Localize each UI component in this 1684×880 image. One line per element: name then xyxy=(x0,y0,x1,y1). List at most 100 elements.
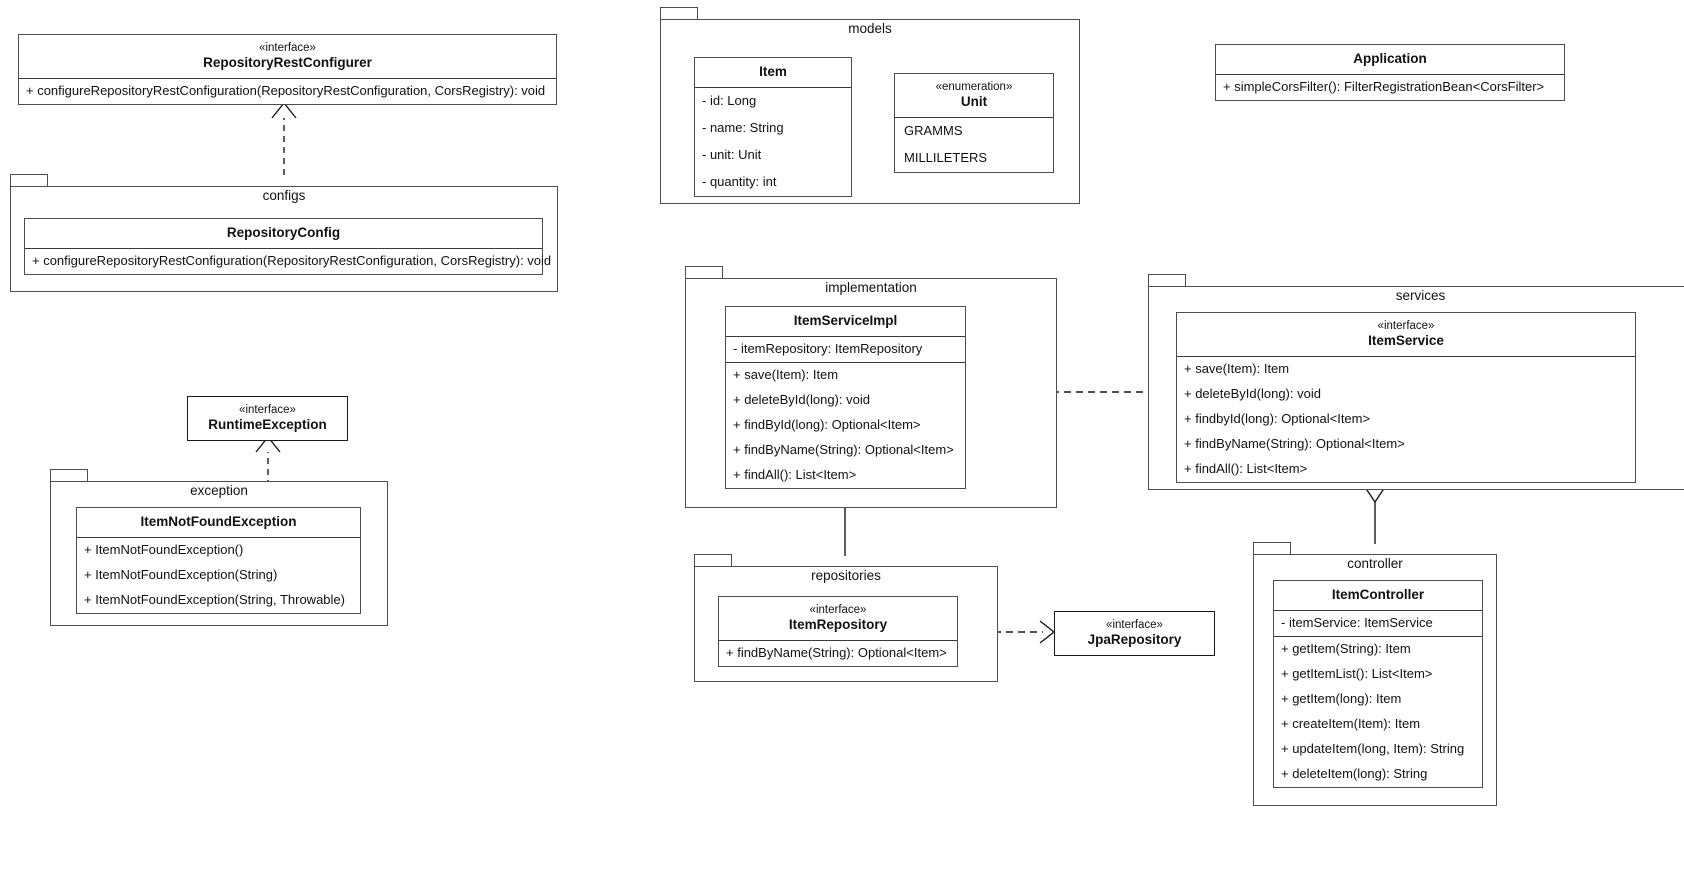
enum-header: «enumeration» Unit xyxy=(895,74,1053,118)
method-row: + findByName(String): Optional<Item> xyxy=(733,442,954,457)
literals-compartment: GRAMMS MILLILETERS xyxy=(895,118,1053,172)
method-row: + configureRepositoryRestConfiguration(R… xyxy=(32,253,552,268)
class-name: RepositoryConfig xyxy=(226,225,341,240)
class-header: «interface» JpaRepository xyxy=(1055,612,1214,655)
method-row: + createItem(Item): Item xyxy=(1281,716,1421,731)
enum-name: Unit xyxy=(960,94,988,109)
attribute-row: - itemService: ItemService xyxy=(1281,615,1433,630)
package-tab-icon xyxy=(1148,274,1186,287)
class-header: «interface» RuntimeException xyxy=(188,397,347,440)
enum-literal-row: MILLILETERS xyxy=(904,150,988,165)
enum-literal-row: GRAMMS xyxy=(904,123,963,138)
method-row: + findById(long): Optional<Item> xyxy=(733,417,921,432)
class-repository-rest-configurer[interactable]: «interface» RepositoryRestConfigurer + c… xyxy=(18,34,557,105)
stereotype-label: «interface» xyxy=(259,42,316,54)
interface-item-repository[interactable]: «interface» ItemRepository + findByName(… xyxy=(718,596,958,667)
methods-compartment: + simpleCorsFilter(): FilterRegistration… xyxy=(1216,75,1564,100)
package-exception[interactable]: exception ItemNotFoundException + ItemNo… xyxy=(50,469,388,626)
package-configs[interactable]: configs RepositoryConfig + configureRepo… xyxy=(10,174,558,292)
stereotype-label: «interface» xyxy=(1377,320,1435,332)
methods-compartment: + configureRepositoryRestConfiguration(R… xyxy=(25,249,552,274)
method-row: + deleteById(long): void xyxy=(733,392,870,407)
package-tab-icon xyxy=(694,554,732,567)
attributes-compartment: - id: Long - name: String - unit: Unit -… xyxy=(695,88,851,196)
class-item-not-found-exception[interactable]: ItemNotFoundException + ItemNotFoundExce… xyxy=(76,507,361,614)
class-item-controller[interactable]: ItemController - itemService: ItemServic… xyxy=(1273,580,1483,788)
class-name: RuntimeException xyxy=(208,417,327,432)
stereotype-label: «interface» xyxy=(239,404,296,416)
class-name: ItemNotFoundException xyxy=(140,514,297,529)
enum-unit[interactable]: «enumeration» Unit GRAMMS MILLILETERS xyxy=(894,73,1054,173)
methods-compartment: + save(Item): Item + deleteById(long): v… xyxy=(726,362,965,488)
class-header: RepositoryConfig xyxy=(25,219,542,249)
attribute-row: - itemRepository: ItemRepository xyxy=(733,341,923,356)
package-tab-icon xyxy=(10,174,48,187)
method-row: + findByName(String): Optional<Item> xyxy=(1184,436,1405,451)
class-header: ItemNotFoundException xyxy=(77,508,360,538)
method-row: + deleteById(long): void xyxy=(1184,386,1321,401)
class-item-service-impl[interactable]: ItemServiceImpl - itemRepository: ItemRe… xyxy=(725,306,966,489)
connector-config-realization xyxy=(271,101,297,175)
stereotype-label: «interface» xyxy=(809,604,867,616)
method-row: + ItemNotFoundException(String) xyxy=(84,567,278,582)
methods-compartment: + ItemNotFoundException() + ItemNotFound… xyxy=(77,538,360,613)
class-header: ItemController xyxy=(1274,581,1482,611)
package-models[interactable]: models Item - id: Long - name: String - … xyxy=(660,7,1080,204)
attribute-row: - unit: Unit xyxy=(702,147,762,162)
package-title: services xyxy=(1395,288,1446,303)
method-row: + configureRepositoryRestConfiguration(R… xyxy=(26,83,546,98)
package-tab-icon xyxy=(1253,542,1291,555)
interface-jpa-repository[interactable]: «interface» JpaRepository xyxy=(1054,611,1215,656)
class-name: RepositoryRestConfigurer xyxy=(203,55,372,70)
class-name: Application xyxy=(1353,51,1427,66)
attribute-row: - name: String xyxy=(702,120,784,135)
package-title: exception xyxy=(190,483,248,498)
class-name: ItemService xyxy=(1368,333,1444,348)
stereotype-label: «enumeration» xyxy=(935,81,1013,93)
package-services[interactable]: services «interface» ItemService + save(… xyxy=(1148,274,1684,490)
stereotype-label: «interface» xyxy=(1106,619,1163,631)
class-item[interactable]: Item - id: Long - name: String - unit: U… xyxy=(694,57,852,197)
class-name: Item xyxy=(759,64,787,79)
package-implementation[interactable]: implementation ItemServiceImpl - itemRep… xyxy=(685,266,1057,508)
class-header: Application xyxy=(1216,45,1564,75)
methods-compartment: + configureRepositoryRestConfiguration(R… xyxy=(19,79,556,104)
class-repository-config[interactable]: RepositoryConfig + configureRepositoryRe… xyxy=(24,218,552,275)
package-title: models xyxy=(848,21,892,36)
class-header: «interface» ItemRepository xyxy=(719,597,957,641)
method-row: + getItem(long): Item xyxy=(1281,691,1402,706)
method-row: + findbyId(long): Optional<Item> xyxy=(1184,411,1371,426)
class-name: ItemRepository xyxy=(788,617,888,632)
attributes-compartment: - itemService: ItemService xyxy=(1274,611,1482,636)
attribute-row: - id: Long xyxy=(702,93,757,108)
package-tab-icon xyxy=(660,7,698,20)
class-name: ItemServiceImpl xyxy=(793,313,898,328)
method-row: + findByName(String): Optional<Item> xyxy=(726,645,947,660)
class-header: ItemServiceImpl xyxy=(726,307,965,337)
method-row: + simpleCorsFilter(): FilterRegistration… xyxy=(1223,79,1545,94)
package-tab-icon xyxy=(685,266,723,279)
method-row: + save(Item): Item xyxy=(1184,361,1290,376)
class-application[interactable]: Application + simpleCorsFilter(): Filter… xyxy=(1215,44,1565,101)
attributes-compartment: - itemRepository: ItemRepository xyxy=(726,337,965,362)
package-title: implementation xyxy=(825,280,917,295)
methods-compartment: + getItem(String): Item + getItemList():… xyxy=(1274,636,1482,787)
method-row: + ItemNotFoundException(String, Throwabl… xyxy=(84,592,345,607)
attribute-row: - quantity: int xyxy=(702,174,777,189)
interface-item-service[interactable]: «interface» ItemService + save(Item): It… xyxy=(1176,312,1636,483)
methods-compartment: + findByName(String): Optional<Item> xyxy=(719,641,957,666)
class-header: «interface» RepositoryRestConfigurer xyxy=(19,35,556,79)
method-row: + findAll(): List<Item> xyxy=(1184,461,1308,476)
method-row: + findAll(): List<Item> xyxy=(733,467,857,482)
method-row: + getItemList(): List<Item> xyxy=(1281,666,1433,681)
package-controller[interactable]: controller ItemController - itemService:… xyxy=(1253,542,1497,806)
package-tab-icon xyxy=(50,469,88,482)
class-runtime-exception[interactable]: «interface» RuntimeException xyxy=(187,396,348,441)
class-header: Item xyxy=(695,58,851,88)
package-repositories[interactable]: repositories «interface» ItemRepository … xyxy=(694,554,998,682)
methods-compartment: + save(Item): Item + deleteById(long): v… xyxy=(1177,357,1635,482)
package-title: repositories xyxy=(811,568,881,583)
package-title: controller xyxy=(1347,556,1403,571)
method-row: + deleteItem(long): String xyxy=(1281,766,1428,781)
